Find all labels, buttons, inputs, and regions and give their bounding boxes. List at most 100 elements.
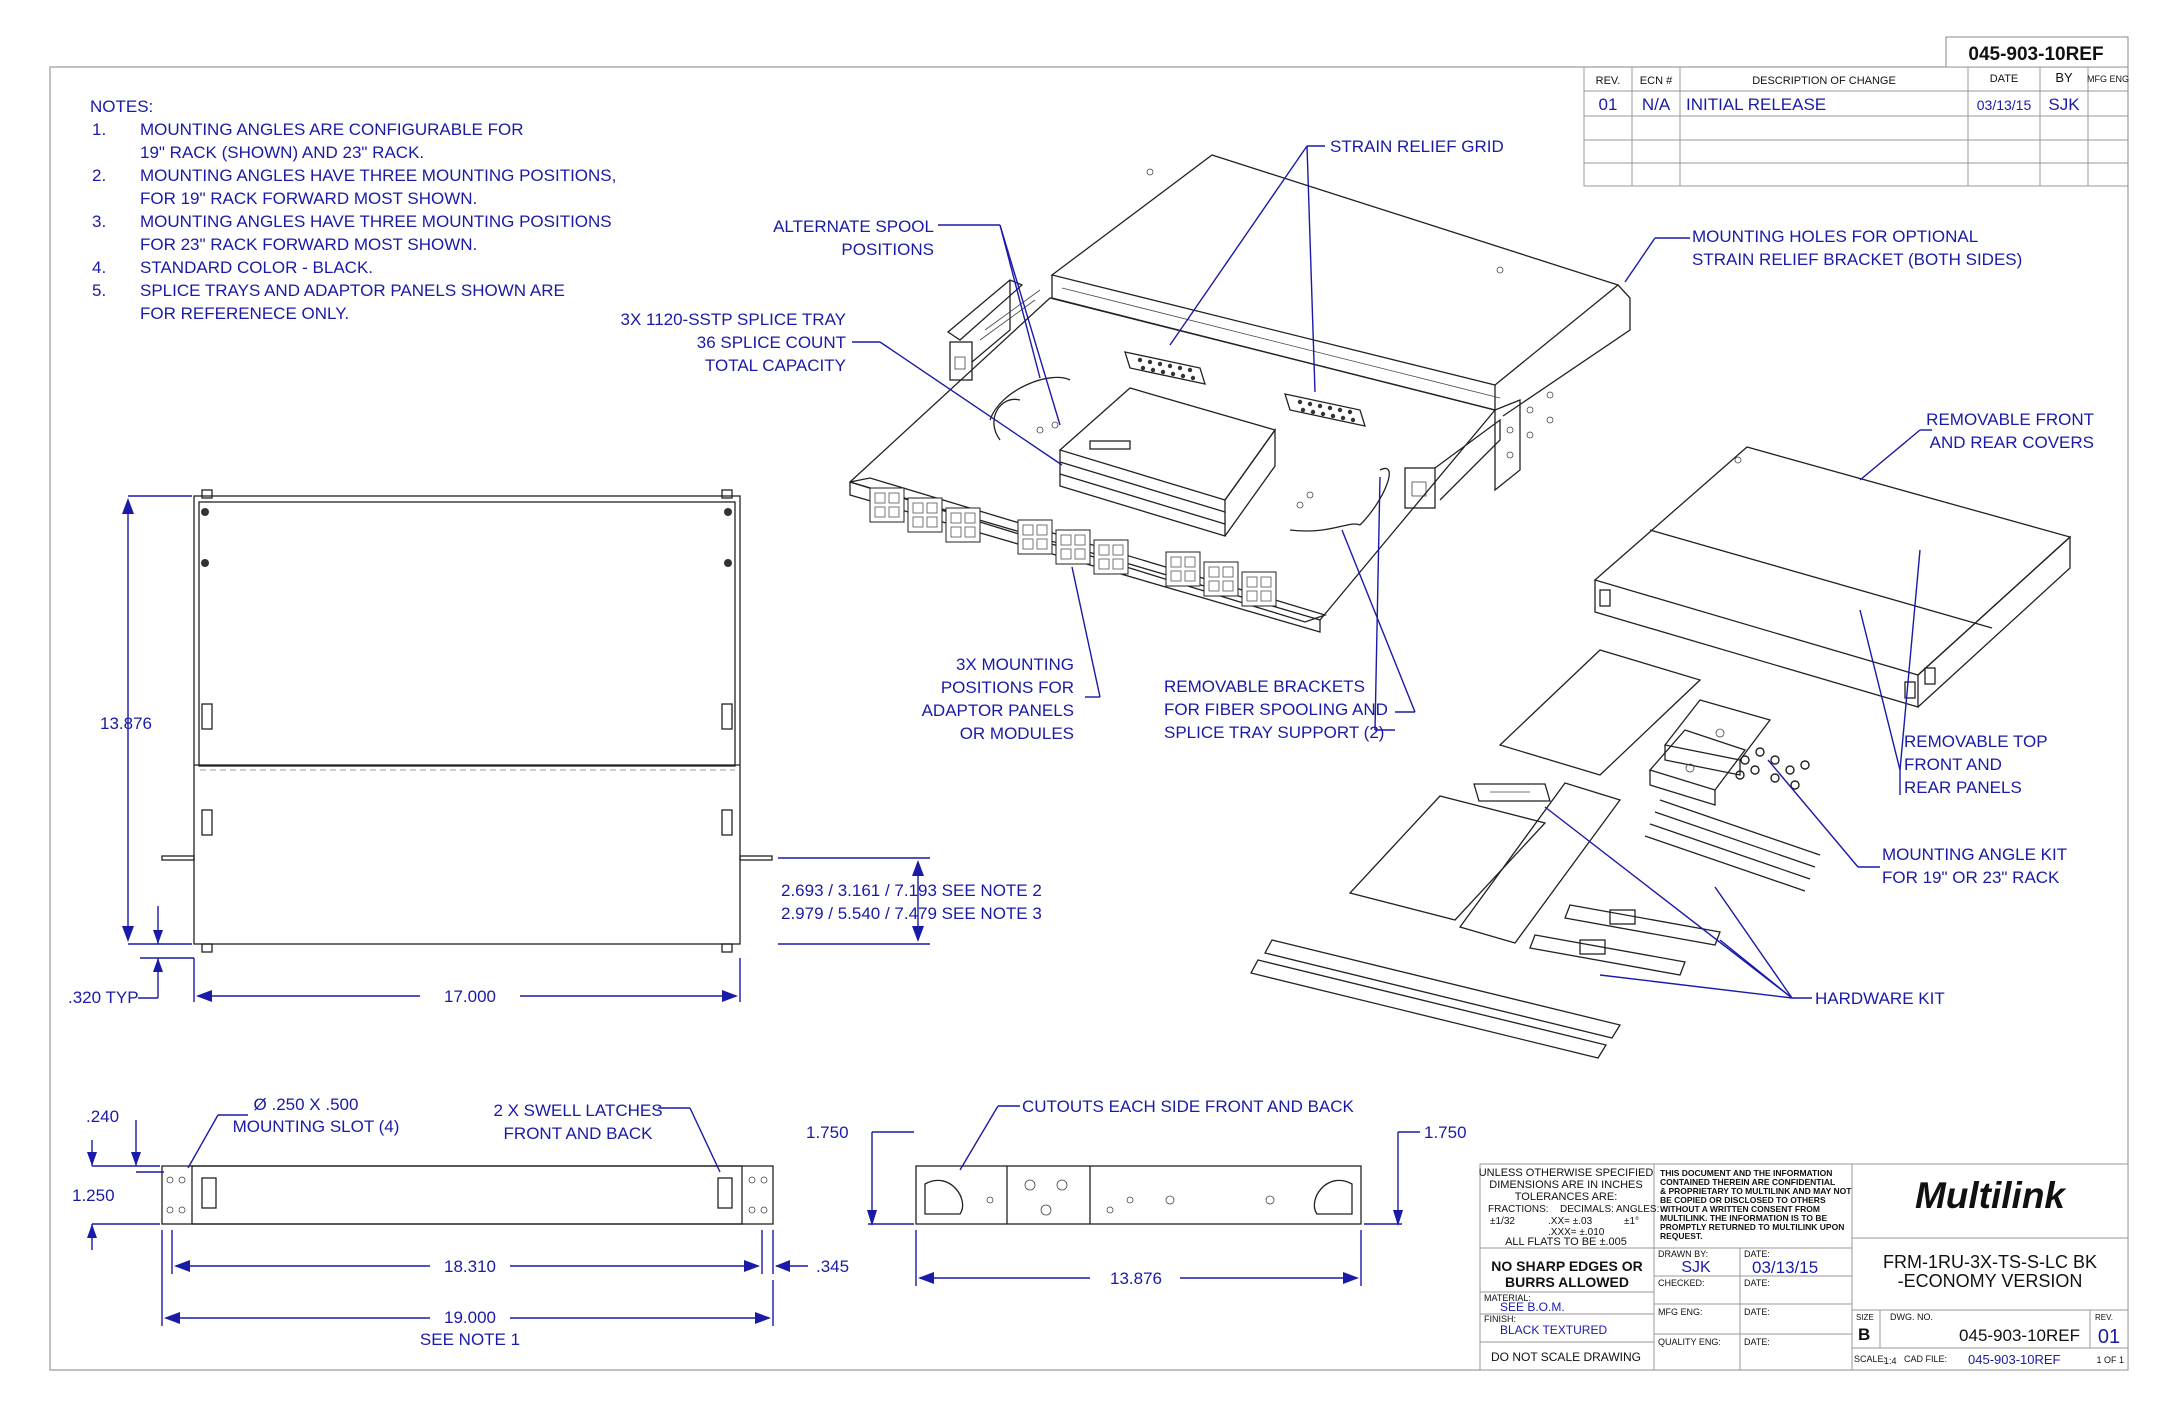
revision-table: REV. ECN # DESCRIPTION OF CHANGE DATE BY… [1583, 66, 2129, 187]
positions-19-dimension: 2.693 / 3.161 / 7.193 SEE NOTE 2 [781, 881, 1042, 900]
d240-dimension: .240 [86, 1107, 119, 1126]
mounting-positions-label-3: ADAPTOR PANELS [922, 701, 1074, 720]
sharp-edges-line-2: BURRS ALLOWED [1505, 1274, 1629, 1290]
cad-file-label: CAD FILE: [1904, 1354, 1947, 1364]
note-2-line-1: MOUNTING ANGLES HAVE THREE MOUNTING POSI… [140, 166, 616, 185]
decimals-xx: .XX= ±.03 [1548, 1216, 1593, 1227]
fractions-value: ±1/32 [1490, 1216, 1515, 1227]
adaptor-panels [849, 477, 1328, 623]
date-label-mfg: DATE: [1744, 1307, 1770, 1317]
sheet-border [49, 66, 2129, 1371]
tolerance-line-3: TOLERANCES ARE: [1515, 1191, 1618, 1203]
removable-covers-label-2: AND REAR COVERS [1930, 433, 2094, 452]
note-2-line-2: FOR 19" RACK FORWARD MOST SHOWN. [140, 189, 477, 208]
confidential-line-8: REQUEST. [1660, 1231, 1703, 1241]
note-3-line-1: MOUNTING ANGLES HAVE THREE MOUNTING POSI… [140, 212, 612, 231]
flats-note: ALL FLATS TO BE ±.005 [1505, 1236, 1627, 1248]
mounting-holes-label-1: MOUNTING HOLES FOR OPTIONAL [1692, 227, 1978, 246]
d19000-dimension: 19.000 [444, 1308, 496, 1327]
mfg-eng-header: MFG ENG [2087, 74, 2129, 84]
angles-label: ANGLES: [1616, 1204, 1659, 1215]
title-block: UNLESS OTHERWISE SPECIFIED DIMENSIONS AR… [1479, 1163, 2129, 1371]
cutouts-label: CUTOUTS EACH SIDE FRONT AND BACK [1022, 1097, 1355, 1116]
confidential-line-4: BE COPIED OR DISCLOSED TO OTHERS [1660, 1195, 1826, 1205]
swell-latches-label-2: FRONT AND BACK [504, 1124, 654, 1143]
confidential-line-5: WITHOUT A WRITTEN CONSENT FROM [1660, 1204, 1820, 1214]
size-value: B [1858, 1325, 1870, 1344]
splice-tray-label-3: TOTAL CAPACITY [705, 356, 846, 375]
note-1-line-2: 19" RACK (SHOWN) AND 23" RACK. [140, 143, 424, 162]
confidential-line-3: & PROPRIETARY TO MULTILINK AND MAY NOT [1660, 1186, 1852, 1196]
confidential-line-7: PROMPTLY RETURNED TO MULTILINK UPON [1660, 1222, 1844, 1232]
rev-row-ecn: N/A [1642, 95, 1671, 114]
tolerance-line-2: DIMENSIONS ARE IN INCHES [1489, 1179, 1642, 1191]
multilink-logo: Multilink [1915, 1175, 2067, 1216]
sheet-value: 1 OF 1 [2096, 1355, 2124, 1365]
hardware-kit-view [1250, 649, 1821, 1059]
drawn-by-label: DRAWN BY: [1658, 1249, 1708, 1259]
h1750-left-dimension: 1.750 [806, 1123, 849, 1142]
callout-texts: STRAIN RELIEF GRID ALTERNATE SPOOL POSIT… [233, 137, 2094, 1143]
note-1-num: 1. [92, 120, 106, 139]
d1250-dimension: 1.250 [72, 1186, 115, 1205]
top-view [161, 489, 773, 953]
material-value: SEE B.O.M. [1500, 1300, 1565, 1314]
part-name-line-2: -ECONOMY VERSION [1898, 1271, 2083, 1291]
rev-row-rev: 01 [1599, 95, 1618, 114]
drawing-number-box: 045-903-10REF [1945, 36, 2129, 68]
date-value-drawn: 03/13/15 [1752, 1258, 1818, 1277]
checked-label: CHECKED: [1658, 1278, 1705, 1288]
sharp-edges-line-1: NO SHARP EDGES OR [1491, 1258, 1642, 1274]
rev-value: 01 [2098, 1326, 2120, 1348]
front-view [161, 1165, 774, 1225]
scale-value: 1:4 [1884, 1356, 1897, 1366]
isometric-assembly-view [848, 154, 1631, 633]
dwg-no-value: 045-903-10REF [1959, 1326, 2080, 1345]
removable-top-label-2: FRONT AND [1904, 755, 2002, 774]
d345-dimension: .345 [816, 1257, 849, 1276]
note-1-line-1: MOUNTING ANGLES ARE CONFIGURABLE FOR [140, 120, 524, 139]
splice-tray-label-2: 36 SPLICE COUNT [697, 333, 846, 352]
positions-23-dimension: 2.979 / 5.540 / 7.479 SEE NOTE 3 [781, 904, 1042, 923]
note-3-num: 3. [92, 212, 106, 231]
side-view-dimensions: 1.750 1.750 13.876 [806, 1123, 1467, 1288]
ecn-header: ECN # [1640, 75, 1673, 87]
mounting-holes-label-2: STRAIN RELIEF BRACKET (BOTH SIDES) [1692, 250, 2022, 269]
rev-row-description: INITIAL RELEASE [1686, 95, 1826, 114]
description-header: DESCRIPTION OF CHANGE [1752, 75, 1896, 87]
mounting-positions-label-2: POSITIONS FOR [941, 678, 1074, 697]
removable-covers-view [1593, 446, 2072, 708]
rev-header: REV. [1596, 75, 1621, 87]
note-5-num: 5. [92, 281, 106, 300]
front-view-dimensions: .240 1.250 18.310 .345 19.000 SEE NOTE 1 [72, 1107, 849, 1349]
drawn-by-value: SJK [1681, 1259, 1711, 1276]
removable-brackets-label-3: SPLICE TRAY SUPPORT (2) [1164, 723, 1384, 742]
material-label: MATERIAL: [1484, 1293, 1531, 1303]
note-5-line-2: FOR REFERENECE ONLY. [140, 304, 349, 323]
note-4-line-1: STANDARD COLOR - BLACK. [140, 258, 373, 277]
part-name-line-1: FRM-1RU-3X-TS-S-LC BK [1883, 1252, 2097, 1272]
d18310-dimension: 18.310 [444, 1257, 496, 1276]
alternate-spool-label-2: POSITIONS [841, 240, 934, 259]
rev-row-by: SJK [2048, 95, 2080, 114]
drawing-number-text: 045-903-10REF [1968, 44, 2103, 65]
removable-top-label-3: REAR PANELS [1904, 778, 2022, 797]
h1750-right-dimension: 1.750 [1424, 1123, 1467, 1142]
cad-file-value: 045-903-10REF [1968, 1352, 2061, 1367]
confidential-line-2: CONTAINED THEREIN ARE CONFIDENTIAL [1660, 1177, 1835, 1187]
width-dimension: 17.000 [444, 987, 496, 1006]
alternate-spool-label-1: ALTERNATE SPOOL [773, 217, 934, 236]
finish-label: FINISH: [1484, 1314, 1516, 1324]
note-5-line-1: SPLICE TRAYS AND ADAPTOR PANELS SHOWN AR… [140, 281, 565, 300]
mfg-eng-label: MFG ENG: [1658, 1307, 1703, 1317]
mounting-positions-label-1: 3X MOUNTING [956, 655, 1074, 674]
note-2-num: 2. [92, 166, 106, 185]
side-13876-dimension: 13.876 [1110, 1269, 1162, 1288]
finish-value: BLACK TEXTURED [1500, 1323, 1607, 1337]
side-view [915, 1165, 1362, 1225]
strain-relief-grid [1124, 351, 1366, 427]
angles-value: ±1° [1624, 1216, 1639, 1227]
confidential-line-6: MULTILINK. THE INFORMATION IS TO BE [1660, 1213, 1827, 1223]
splice-tray-label-1: 3X 1120-SSTP SPLICE TRAY [620, 310, 846, 329]
